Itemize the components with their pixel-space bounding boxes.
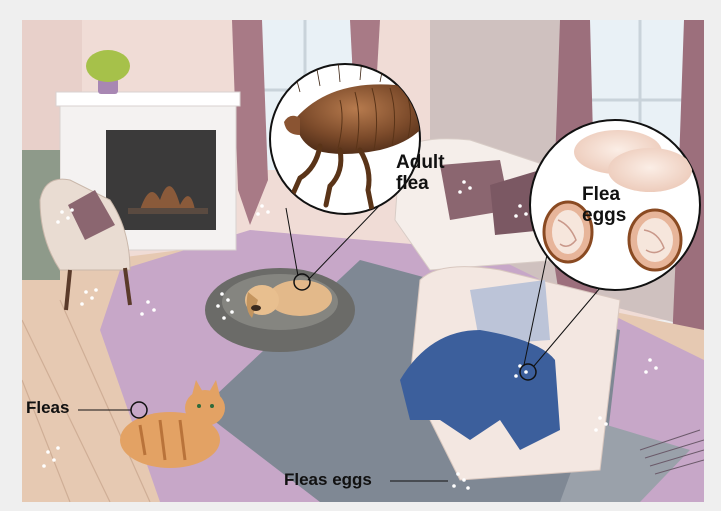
fleas-eggs-label: Fleas eggs [284, 470, 372, 490]
dog [245, 280, 332, 318]
egg-larva [629, 210, 681, 270]
adult-flea-label-line2: flea [396, 173, 445, 194]
flea-eggs-label-line1: Flea [582, 184, 626, 205]
flea-eggs-label-line2: eggs [582, 205, 626, 226]
adult-flea-label: Adult flea [396, 152, 445, 194]
flea-eggs-label: Flea eggs [582, 184, 626, 226]
adult-flea-label-line1: Adult [396, 152, 445, 173]
fleas-label: Fleas [26, 398, 69, 418]
